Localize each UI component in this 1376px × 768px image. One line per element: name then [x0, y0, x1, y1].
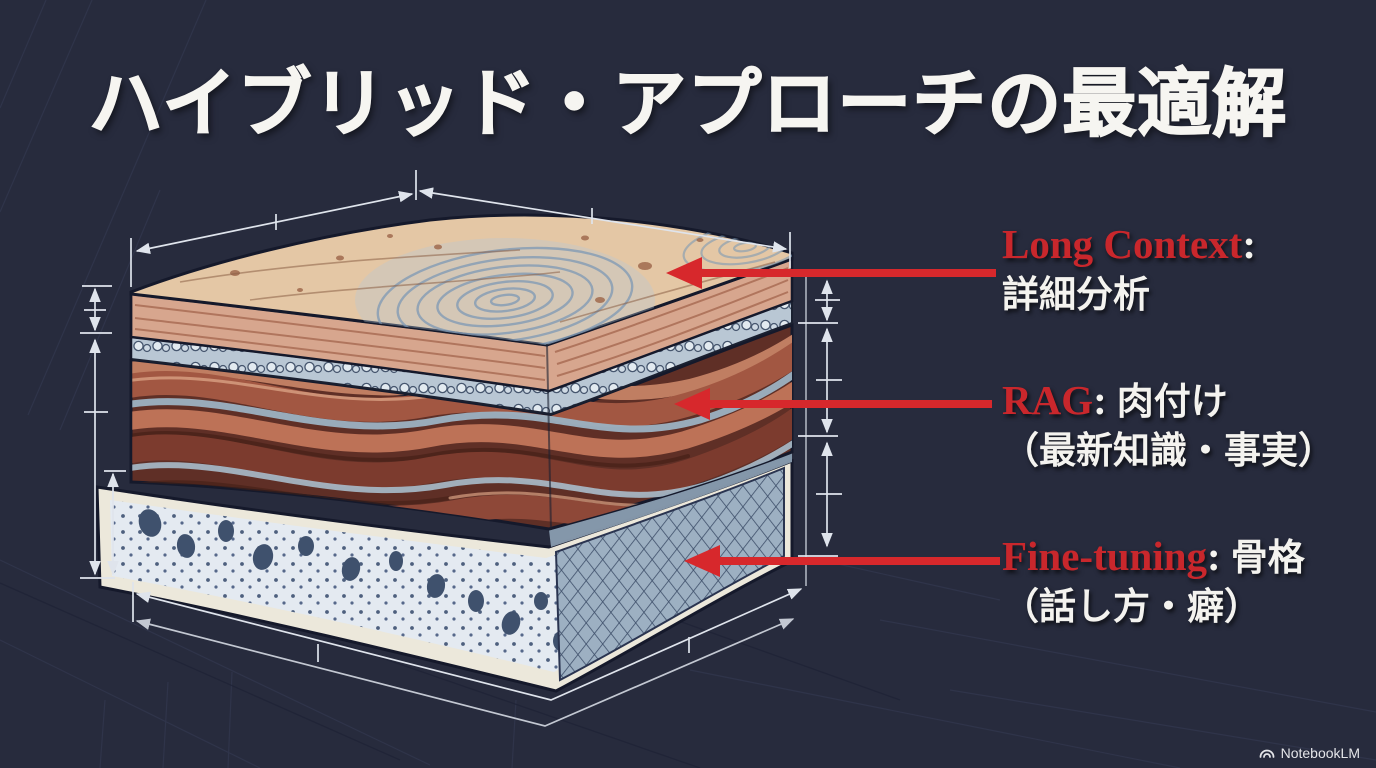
- block-corner-crease: [546, 343, 552, 531]
- annotation-colon: :: [1242, 221, 1256, 267]
- annotation-fine-tuning: Fine-tuning:骨格 （話し方・癖）: [1002, 536, 1305, 627]
- annotation-term: RAG: [1002, 377, 1094, 423]
- slide-title: ハイブリッド・アプローチの最適解: [88, 61, 1288, 146]
- dimension-top-right: [418, 187, 788, 253]
- notebooklm-logo-icon: [1259, 749, 1275, 758]
- muscle-fascia-streak: [131, 354, 792, 433]
- annotation-label: 肉付け: [1116, 381, 1228, 422]
- arrow-rag: [674, 388, 992, 420]
- annotation-line-1: RAG:肉付け: [1002, 380, 1335, 421]
- muscle-fascia-streak: [131, 422, 792, 498]
- annotation-rag: RAG:肉付け （最新知識・事実）: [1002, 380, 1335, 471]
- annotation-colon: :: [1207, 533, 1221, 579]
- arrowhead-icon: [674, 388, 710, 420]
- arrowhead-icon: [666, 257, 702, 289]
- annotation-colon: :: [1093, 377, 1107, 423]
- bone-cut-face-outline: [554, 466, 785, 682]
- annotation-long-context: Long Context: 詳細分析: [1002, 224, 1256, 315]
- tissue-block-illustration: [95, 213, 794, 693]
- arrow-fine-tuning: [684, 545, 1000, 577]
- dimension-lines: [80, 170, 842, 727]
- annotation-sublabel: （最新知識・事実）: [1002, 430, 1335, 471]
- muscle-fiber: [131, 395, 792, 496]
- dimension-bottom-inner: [135, 618, 795, 727]
- annotation-label: 詳細分析: [1002, 274, 1150, 315]
- arrowhead-icon: [684, 545, 720, 577]
- muscle-fiber-seam: [131, 431, 690, 468]
- annotation-arrows: [666, 257, 1000, 577]
- annotation-label: 骨格: [1230, 537, 1305, 578]
- arrow-long-context: [666, 257, 996, 289]
- notebooklm-watermark: NotebookLM: [1259, 745, 1360, 761]
- dermis-striations: [134, 267, 789, 381]
- annotation-term: Fine-tuning: [1002, 533, 1208, 579]
- annotation-line-1: Fine-tuning:骨格: [1002, 536, 1305, 577]
- muscle-fiber: [131, 369, 792, 458]
- annotation-line-1: Long Context:: [1002, 224, 1256, 265]
- dimension-top-left: [135, 190, 414, 255]
- watermark-label: NotebookLM: [1280, 745, 1360, 761]
- muscle-fiber-highlight: [131, 376, 440, 401]
- annotation-sublabel: （話し方・癖）: [1002, 586, 1261, 627]
- annotation-term: Long Context: [1002, 221, 1243, 267]
